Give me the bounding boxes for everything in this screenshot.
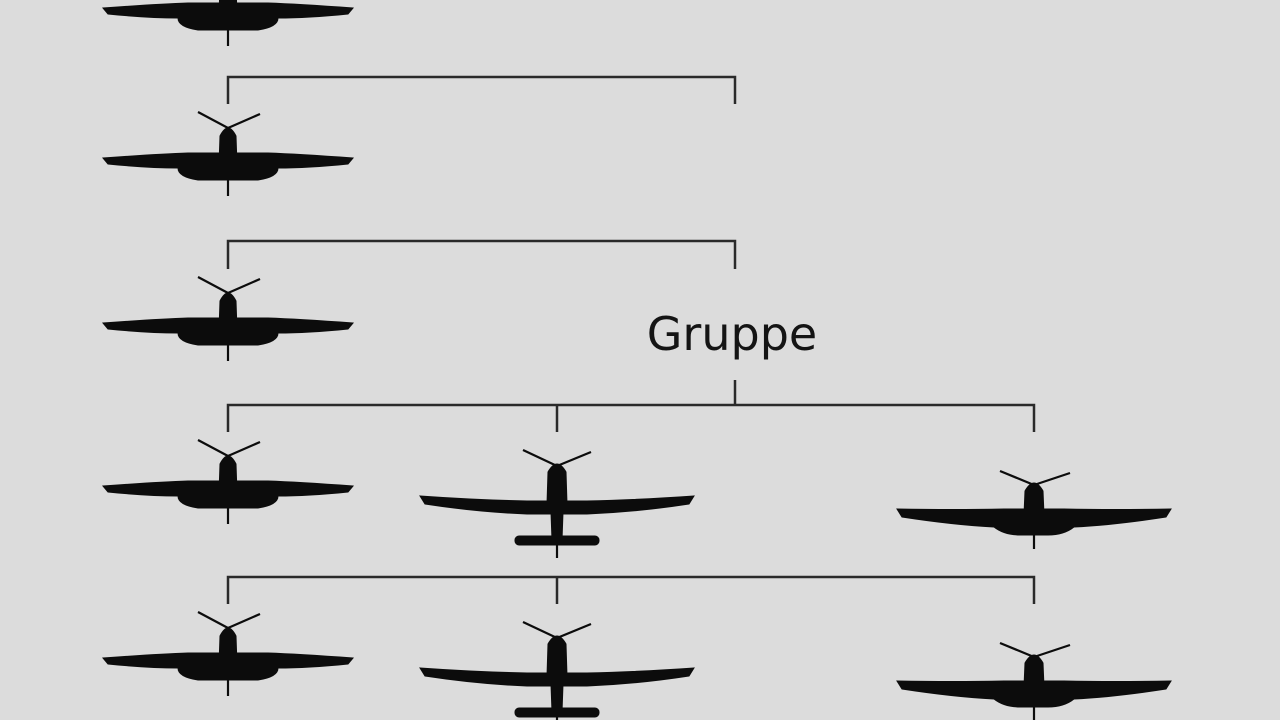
- aircraft-icon-r1-c0: [101, 110, 355, 198]
- aircraft-icon-r3-c0: [101, 438, 355, 526]
- connector-bracket-row3: [226, 403, 1036, 432]
- connector-bracket-row4: [226, 575, 1036, 604]
- connector-bracket-row2: [226, 239, 737, 269]
- aircraft-icon-r4-c1: [418, 620, 696, 720]
- aircraft-icon-r0-c0: [101, 0, 355, 48]
- connector-lines: [226, 75, 1036, 604]
- aircraft-icon-r3-c1: [418, 448, 696, 560]
- aircraft-icon-r2-c0: [101, 275, 355, 363]
- aircraft-icon-r4-c2: [895, 641, 1173, 720]
- aircraft-icon-r4-c0: [101, 610, 355, 698]
- aircraft-icon-r3-c2: [895, 469, 1173, 551]
- connector-bracket-row1: [226, 75, 737, 104]
- aircraft-group: [101, 0, 1173, 720]
- gruppe-label: Gruppe: [647, 307, 817, 361]
